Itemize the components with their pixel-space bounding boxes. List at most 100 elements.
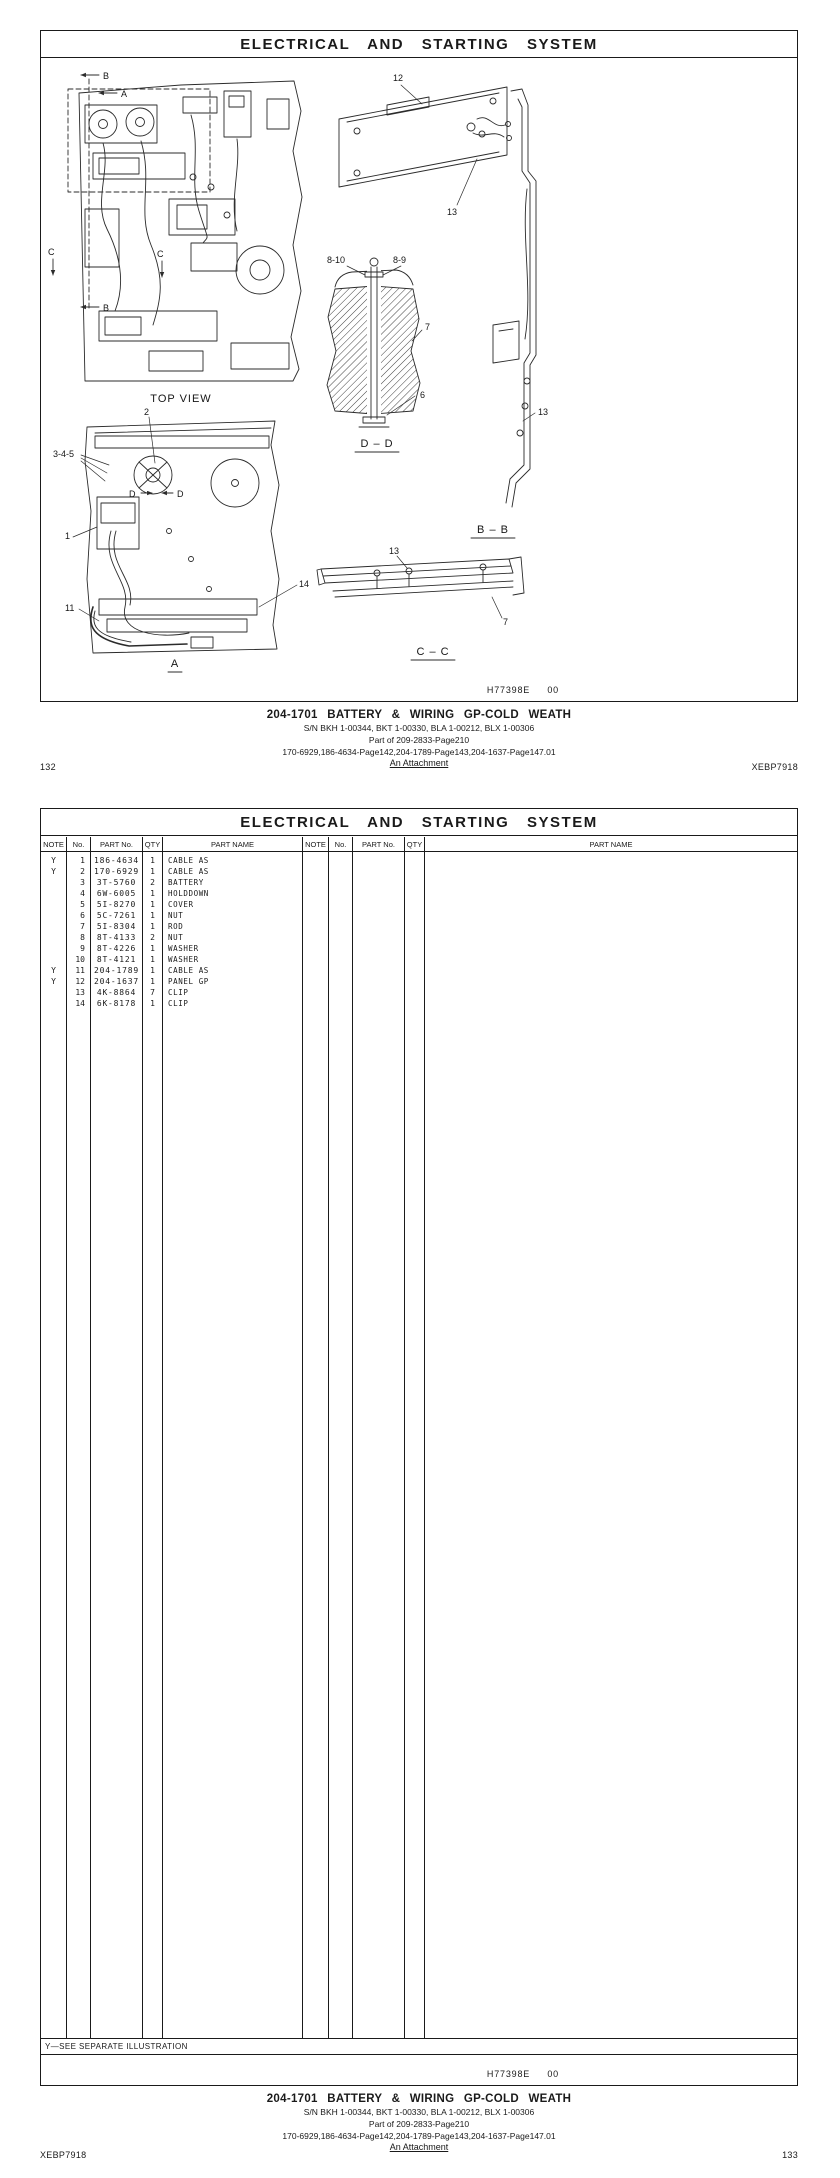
column-header-note: NOTE bbox=[41, 837, 66, 852]
column-header-qty-2: QTY bbox=[405, 837, 424, 852]
part-row-cell-no: 4 bbox=[80, 889, 85, 898]
part-row-cell-no: 12 bbox=[75, 977, 85, 986]
part-row-cell-note bbox=[41, 921, 66, 932]
page2-caption: 204-1701 BATTERY & WIRING GP-COLD WEATH … bbox=[40, 2092, 798, 2154]
part-row-cell-part: 4K-8864 bbox=[96, 988, 137, 997]
section-arrow-c-left: C bbox=[48, 247, 55, 257]
attachment-line: An Attachment bbox=[389, 758, 449, 769]
callout-7-battery: 7 bbox=[425, 322, 430, 332]
doc-reference-rev: 00 bbox=[547, 2069, 559, 2079]
part-row-cell-no: 3 bbox=[80, 878, 85, 887]
part-row-cell-part: 5I-8304 bbox=[96, 922, 137, 931]
top-view-label: TOP VIEW bbox=[150, 393, 211, 405]
part-row-cell-note: Y bbox=[51, 977, 56, 986]
part-row-cell-part: 3T-5760 bbox=[96, 878, 137, 887]
part-row-cell-note: Y bbox=[51, 966, 56, 975]
callout-13-panel: 13 bbox=[447, 207, 457, 217]
part-row-cell-qty: 2 bbox=[150, 878, 155, 887]
table-footnote: Y—SEE SEPARATE ILLUSTRATION bbox=[41, 2038, 797, 2055]
part-row-cell-no: 1 bbox=[80, 856, 85, 865]
doc-code: XEBP7918 bbox=[751, 762, 798, 772]
doc-reference-rev: 00 bbox=[547, 685, 559, 695]
part-row-cell-qty: 1 bbox=[150, 867, 155, 876]
part-row-cell-name: CABLE AS bbox=[168, 867, 209, 876]
callout-8-9: 8-9 bbox=[393, 255, 406, 265]
column-cells-no-2 bbox=[329, 852, 352, 2038]
part-row-cell-qty: 2 bbox=[150, 933, 155, 942]
part-row-cell-note bbox=[41, 899, 66, 910]
part-row-cell-note: Y bbox=[51, 867, 56, 876]
section-cc-label: C – C bbox=[416, 646, 449, 658]
section-arrow-b-top: B bbox=[103, 71, 109, 81]
column-header-part-name-2: PART NAME bbox=[425, 837, 797, 852]
part-row-cell-name: ROD bbox=[168, 922, 184, 931]
part-row-cell-qty: 1 bbox=[150, 856, 155, 865]
part-row-cell-part: 170-6929 bbox=[94, 867, 139, 876]
part-row-cell-name: WASHER bbox=[168, 944, 199, 953]
part-row-cell-note bbox=[41, 998, 66, 1009]
part-row-cell-part: 6W-6005 bbox=[96, 889, 137, 898]
part-row-cell-name: BATTERY bbox=[168, 878, 204, 887]
callout-12: 12 bbox=[393, 73, 403, 83]
section-dd-diagram: 8-10 8-9 7 6 D – D bbox=[326, 255, 430, 453]
doc-reference: H77398E 00 bbox=[487, 2069, 559, 2079]
part-row-cell-name: PANEL GP bbox=[168, 977, 209, 986]
part-of-line: Part of 209-2833-Page210 bbox=[368, 735, 470, 745]
column-cells-part-name-2 bbox=[425, 852, 797, 2038]
callout-3-4-5: 3-4-5 bbox=[53, 449, 74, 459]
callout-1: 1 bbox=[65, 531, 70, 541]
view-a-diagram: 2 3-4-5 1 11 14 D D A bbox=[53, 407, 309, 673]
part-row-cell-note bbox=[41, 954, 66, 965]
part-row-cell-no: 8 bbox=[80, 933, 85, 942]
callout-11: 11 bbox=[65, 603, 74, 613]
part-row-cell-no: 11 bbox=[75, 966, 85, 975]
part-row-cell-note bbox=[41, 877, 66, 888]
part-row-cell-qty: 7 bbox=[150, 988, 155, 997]
column-no-2: No. bbox=[329, 837, 353, 2038]
part-row-cell-part: 8T-4226 bbox=[96, 944, 137, 953]
section-cc-diagram: 13 7 C – C bbox=[316, 546, 525, 661]
part-row-cell-no: 6 bbox=[80, 911, 85, 920]
callout-2: 2 bbox=[144, 407, 149, 417]
part-row-cell-qty: 1 bbox=[150, 944, 155, 953]
part-row-cell-qty: 1 bbox=[150, 911, 155, 920]
page-title: ELECTRICAL AND STARTING SYSTEM bbox=[41, 809, 797, 836]
view-a-label: A bbox=[171, 658, 179, 670]
part-row-cell-qty: 1 bbox=[150, 900, 155, 909]
column-header-part-no-2: PART No. bbox=[353, 837, 404, 852]
callout-13-bracket: 13 bbox=[538, 407, 548, 417]
column-header-note-2: NOTE bbox=[303, 837, 328, 852]
section-arrow-d-left: D bbox=[129, 489, 136, 499]
part-row-cell-no: 13 bbox=[75, 988, 85, 997]
column-part-name-2: PART NAME bbox=[425, 837, 797, 2038]
doc-reference-code: H77398E bbox=[486, 2069, 531, 2079]
section-arrow-a-top: A bbox=[121, 89, 127, 99]
part-row-cell-name: CABLE AS bbox=[168, 856, 209, 865]
serial-numbers: S/N BKH 1-00344, BKT 1-00330, BLA 1-0021… bbox=[303, 2107, 535, 2118]
part-row-cell-part: 5C-7261 bbox=[96, 911, 137, 920]
part-row-cell-qty: 1 bbox=[150, 955, 155, 964]
part-row-cell-note bbox=[41, 910, 66, 921]
column-cells-part-no-2 bbox=[353, 852, 404, 2038]
part-row-cell-name: CLIP bbox=[168, 988, 189, 997]
column-header-part-name: PART NAME bbox=[163, 837, 302, 852]
part-row-cell-part: 186-4634 bbox=[94, 856, 139, 865]
part-row-cell-note: Y bbox=[51, 856, 56, 865]
part-row-cell-qty: 1 bbox=[150, 999, 155, 1008]
related-pages-line: 170-6929,186-4634-Page142,204-1789-Page1… bbox=[282, 746, 556, 757]
doc-reference-code: H77398E bbox=[486, 685, 531, 695]
column-header-part-no: PART No. bbox=[91, 837, 142, 852]
part-row-cell-name: WASHER bbox=[168, 955, 199, 964]
section-bb-label: B – B bbox=[477, 524, 509, 536]
column-part-no: PART No. 186-4634 170-6929 3T-5760 6W-6005 5… bbox=[91, 837, 143, 2038]
related-pages-line: 170-6929,186-4634-Page142,204-1789-Page1… bbox=[282, 2130, 556, 2141]
part-row-cell-name: COVER bbox=[168, 900, 194, 909]
